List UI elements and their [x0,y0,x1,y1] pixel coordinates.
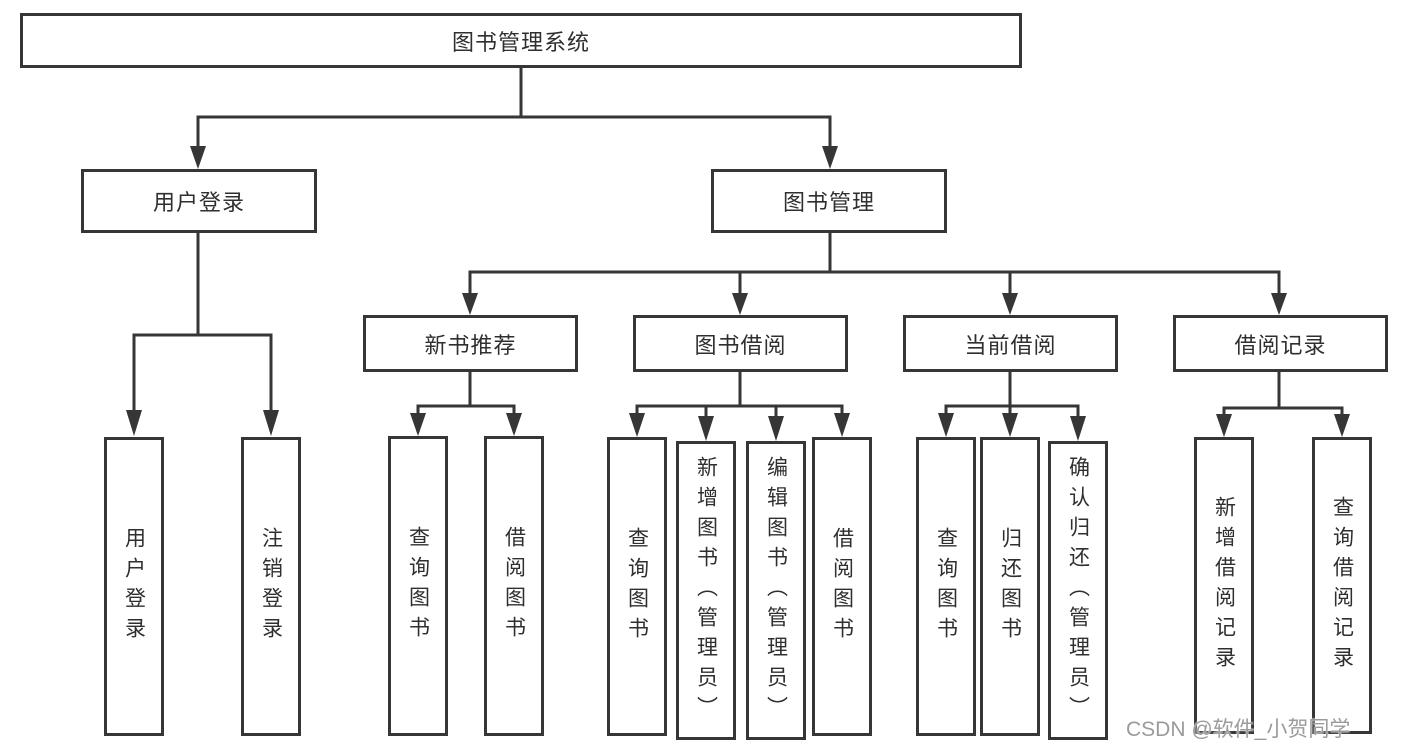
node-book-management-label: 图书管理 [782,190,875,215]
node-book-management: 图书管理 [711,169,947,233]
leaf-return-books: 归还图书 [980,437,1040,736]
leaf-add-books-admin-label: 新增图书（管理员） [694,455,718,726]
node-root: 图书管理系统 [20,13,1022,68]
node-current-borrow: 当前借阅 [903,315,1118,372]
leaf-query-books-borrow-label: 查询图书 [625,526,649,647]
leaf-borrow-books-label: 借阅图书 [830,526,854,647]
leaf-confirm-return-admin: 确认归还（管理员） [1048,441,1108,740]
leaf-query-books-current: 查询图书 [916,437,976,736]
leaf-confirm-return-admin-label: 确认归还（管理员） [1066,455,1090,726]
leaf-edit-books-admin-label: 编辑图书（管理员） [764,455,788,726]
node-root-label: 图书管理系统 [451,29,590,55]
leaf-user-login: 用户登录 [104,437,164,736]
arrowheads-borrow-records [1216,414,1350,437]
leaf-borrow-books: 借阅图书 [812,437,872,736]
leaf-add-books-admin: 新增图书（管理员） [676,441,736,740]
node-user-login: 用户登录 [81,169,317,233]
leaf-add-borrow-record-label: 新增借阅记录 [1212,495,1236,676]
leaf-query-books-recommend: 查询图书 [388,436,448,736]
node-book-borrow-label: 图书借阅 [694,332,787,358]
connector-book-management [468,233,1281,295]
leaf-return-books-label: 归还图书 [998,526,1022,647]
leaf-logout: 注销登录 [241,437,301,736]
leaf-query-borrow-record: 查询借阅记录 [1312,437,1372,734]
connector-book-borrow [635,372,844,418]
node-borrow-records-label: 借阅记录 [1234,332,1327,358]
node-new-book-recommend: 新书推荐 [363,315,578,372]
node-user-login-label: 用户登录 [152,190,245,215]
leaf-query-books-current-label: 查询图书 [934,526,958,647]
leaf-query-books-recommend-label: 查询图书 [406,526,430,646]
leaf-edit-books-admin: 编辑图书（管理员） [746,441,806,740]
arrowheads-level3 [462,293,1287,315]
csdn-watermark: CSDN @软件_小贺同学 [1126,718,1351,741]
arrowheads-book-borrow [629,413,850,441]
leaf-query-books-borrow: 查询图书 [607,437,667,736]
arrowheads-user-login [126,410,279,436]
node-book-borrow: 图书借阅 [633,315,848,372]
leaf-query-borrow-record-label: 查询借阅记录 [1330,495,1354,676]
arrowheads-level2 [190,146,838,169]
leaf-user-login-label: 用户登录 [122,526,146,647]
leaf-logout-label: 注销登录 [259,526,283,647]
connector-borrow-records [1222,372,1344,416]
connector-root-to-level2 [196,68,832,148]
node-borrow-records: 借阅记录 [1173,315,1388,372]
connector-user-login [132,233,273,412]
node-new-book-recommend-label: 新书推荐 [424,332,517,358]
connector-new-book [416,372,516,415]
arrowheads-new-book [410,413,522,436]
node-current-borrow-label: 当前借阅 [964,332,1057,358]
arrowheads-current-borrow [938,413,1086,441]
leaf-borrow-books-recommend: 借阅图书 [484,436,544,736]
connector-current-borrow [944,372,1080,418]
leaf-add-borrow-record: 新增借阅记录 [1194,437,1254,734]
leaf-borrow-books-recommend-label: 借阅图书 [502,526,526,646]
